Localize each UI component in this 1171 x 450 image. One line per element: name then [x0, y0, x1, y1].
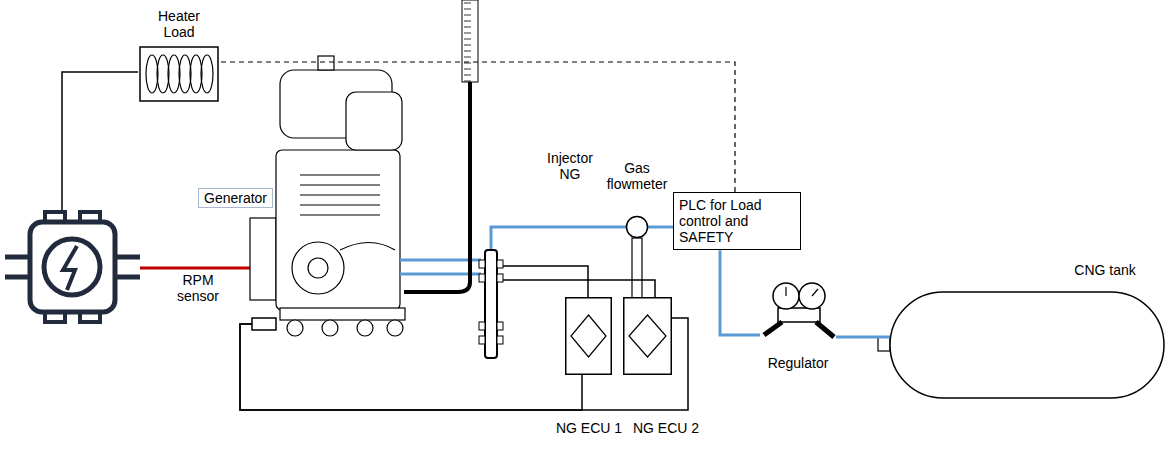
generator-symbol — [5, 212, 140, 322]
ecu-box-outline — [623, 297, 672, 375]
rpm-sensor: RPM sensor — [252, 318, 276, 330]
regulator: Regulator — [760, 282, 836, 342]
node-label: Gas flowmeter — [602, 160, 672, 192]
ecu-body — [566, 298, 612, 375]
node-label: Regulator — [755, 355, 841, 371]
injector-port — [479, 322, 485, 330]
gas-flowmeter-outline — [626, 216, 648, 238]
tank-shell — [890, 292, 1164, 398]
generator: Generator — [5, 210, 140, 325]
gas-pipe — [836, 336, 890, 339]
injector-port — [479, 260, 485, 268]
injector-rail-outline — [481, 250, 501, 358]
injector-port — [497, 274, 503, 282]
injector-rail: Injector NG — [481, 250, 501, 358]
node-label: Generator — [198, 188, 273, 208]
ecu-symbol — [629, 315, 666, 357]
node-label: NG ECU 1 — [553, 420, 625, 436]
burette-scale — [462, 0, 478, 82]
gas-pipe — [648, 226, 673, 229]
wire — [240, 324, 582, 410]
gas-flowmeter: Gas flowmeter — [626, 216, 648, 238]
wire — [62, 72, 138, 210]
gauge-needle — [785, 287, 786, 296]
injector-port — [497, 336, 503, 344]
ecu-symbol — [571, 315, 606, 357]
node-label: NG ECU 2 — [628, 420, 704, 436]
sensor-body — [252, 318, 276, 330]
engine-crankcase — [276, 150, 400, 310]
ecu-box-outline — [565, 297, 612, 375]
rail-body — [485, 250, 497, 358]
heater-coil — [168, 55, 180, 93]
fuel-cap — [318, 56, 334, 70]
heater-coil — [146, 55, 158, 93]
pressure-gauge — [799, 283, 825, 309]
heater-coil — [190, 55, 202, 93]
burette — [462, 0, 478, 82]
heater-coil — [201, 55, 213, 93]
ecu-body — [624, 298, 672, 375]
recoil-starter — [292, 242, 344, 294]
node-label: Injector NG — [539, 150, 601, 182]
flowmeter-dial — [627, 217, 648, 238]
regulator-outlet — [816, 322, 834, 337]
pressure-gauge — [773, 283, 799, 309]
engine — [250, 56, 405, 336]
node-label: Heater Load — [149, 8, 209, 40]
ecu-box: NG ECU 2 — [623, 297, 672, 375]
regulator-outline — [760, 282, 836, 342]
injector-port — [497, 322, 503, 330]
rpm-sensor-outline — [252, 318, 276, 330]
gas-pipe — [491, 227, 626, 250]
wire — [240, 318, 688, 410]
wire — [501, 280, 655, 297]
ecu-box: NG ECU 1 — [565, 297, 612, 375]
regulator-inlet — [764, 322, 782, 335]
regulator-body — [778, 308, 820, 322]
control-line — [220, 62, 735, 192]
gas-pipe — [720, 250, 760, 335]
heater-load: Heater Load — [138, 8, 220, 103]
wire — [501, 266, 588, 297]
cng-tank: CNG tank — [890, 292, 1164, 398]
flowmeter-body — [632, 238, 642, 298]
box-text: PLC for Load control and SAFETY — [679, 197, 795, 245]
engine-base — [280, 308, 405, 320]
heater-coil — [157, 55, 169, 93]
tank-valve — [878, 337, 890, 351]
node-label: RPM sensor — [172, 272, 224, 304]
air-filter — [346, 92, 402, 150]
generator-outline — [5, 210, 140, 325]
plc-box: PLC for Load control and SAFETY — [673, 192, 801, 250]
engine-side-plate — [250, 218, 276, 300]
gauge-needle — [812, 289, 818, 296]
node-label: CNG tank — [1060, 262, 1150, 278]
heater-coil — [179, 55, 191, 93]
heater-box — [140, 47, 218, 101]
cng-tank-outline — [890, 292, 1164, 398]
fuel-line — [404, 82, 470, 292]
injector-port — [497, 260, 503, 268]
injector-port — [479, 274, 485, 282]
injector-port — [479, 336, 485, 344]
